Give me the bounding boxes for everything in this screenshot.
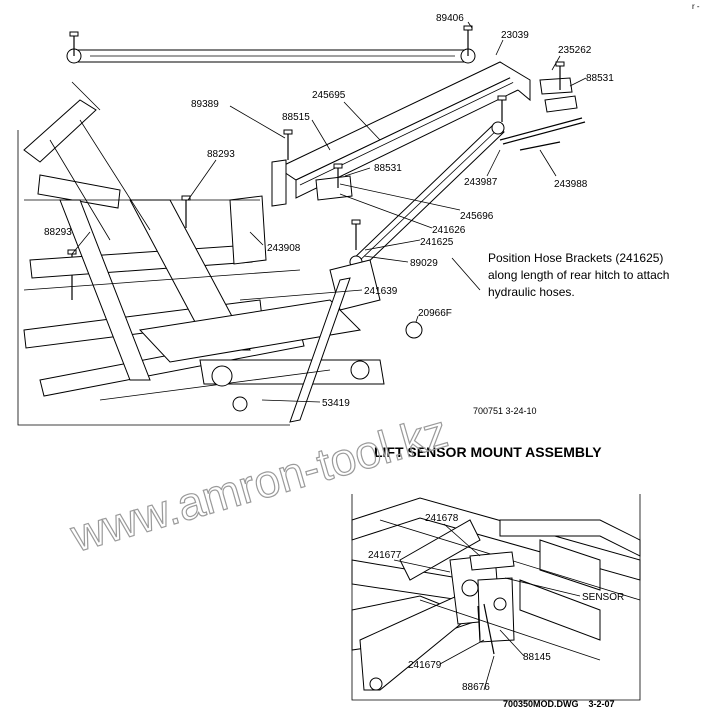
detail-leader-lines [393,523,581,691]
part-number-label: 241678 [425,513,459,524]
right-brackets [315,77,586,201]
note-line: Position Hose Brackets (241625) [488,251,663,265]
part-number-label: 89389 [191,99,219,110]
part-number-label: 245696 [460,211,494,222]
frame-border [17,130,290,426]
part-number-label: 88293 [207,149,235,160]
part-number-label: 241626 [432,225,466,236]
part-number-label: 243988 [554,179,588,190]
part-number-label: 235262 [558,45,592,56]
section-title: LIFT SENSOR MOUNT ASSEMBLY [374,444,602,460]
watermark-text: www.amron-tool.kz [64,404,453,561]
lower-drawing-id: 700350MOD.DWG 3-2-07 [503,699,615,709]
corner-mark: r - [692,2,700,11]
part-number-label: 241639 [364,286,398,297]
leader-lines [71,21,587,403]
part-number-label: 88676 [462,682,490,693]
part-number-label: 89406 [436,13,464,24]
detail-frame [351,497,641,691]
part-number-label: 243987 [464,177,498,188]
part-number-label: 241677 [368,550,402,561]
bolts [67,61,565,300]
part-number-label: 243908 [267,243,301,254]
part-number-label: 241679 [408,660,442,671]
part-number-label: SENSOR [582,592,624,603]
part-number-label: 88145 [523,652,551,663]
part-number-label: 53419 [322,398,350,409]
part-number-label: 20966F [418,308,452,319]
upper-drawing-id: 700751 3-24-10 [473,406,537,416]
part-number-label: 88515 [282,112,310,123]
hose-bracket-note: Position Hose Brackets (241625) along le… [488,251,669,299]
implement-frame [23,99,423,423]
part-number-label: 241625 [420,237,454,248]
part-number-label: 23039 [501,30,529,41]
upper-exploded-view: 89406 23039 235262 88531 89389 245695 88… [17,2,700,426]
detail-border [351,494,641,701]
part-number-label: 88293 [44,227,72,238]
note-line: along length of rear hitch to attach [488,268,669,282]
upper-part-labels: 89406 23039 235262 88531 89389 245695 88… [44,13,614,409]
lower-detail-view: 241678 241677 SENSOR 88145 241679 88676 … [351,494,641,709]
part-number-label: 88531 [374,163,402,174]
note-line: hydraulic hoses. [488,285,575,299]
lower-part-labels: 241678 241677 SENSOR 88145 241679 88676 [368,513,624,693]
part-number-label: 89029 [410,258,438,269]
part-number-label: 88531 [586,73,614,84]
top-link-bar [66,25,476,64]
part-number-label: 245695 [312,90,346,101]
